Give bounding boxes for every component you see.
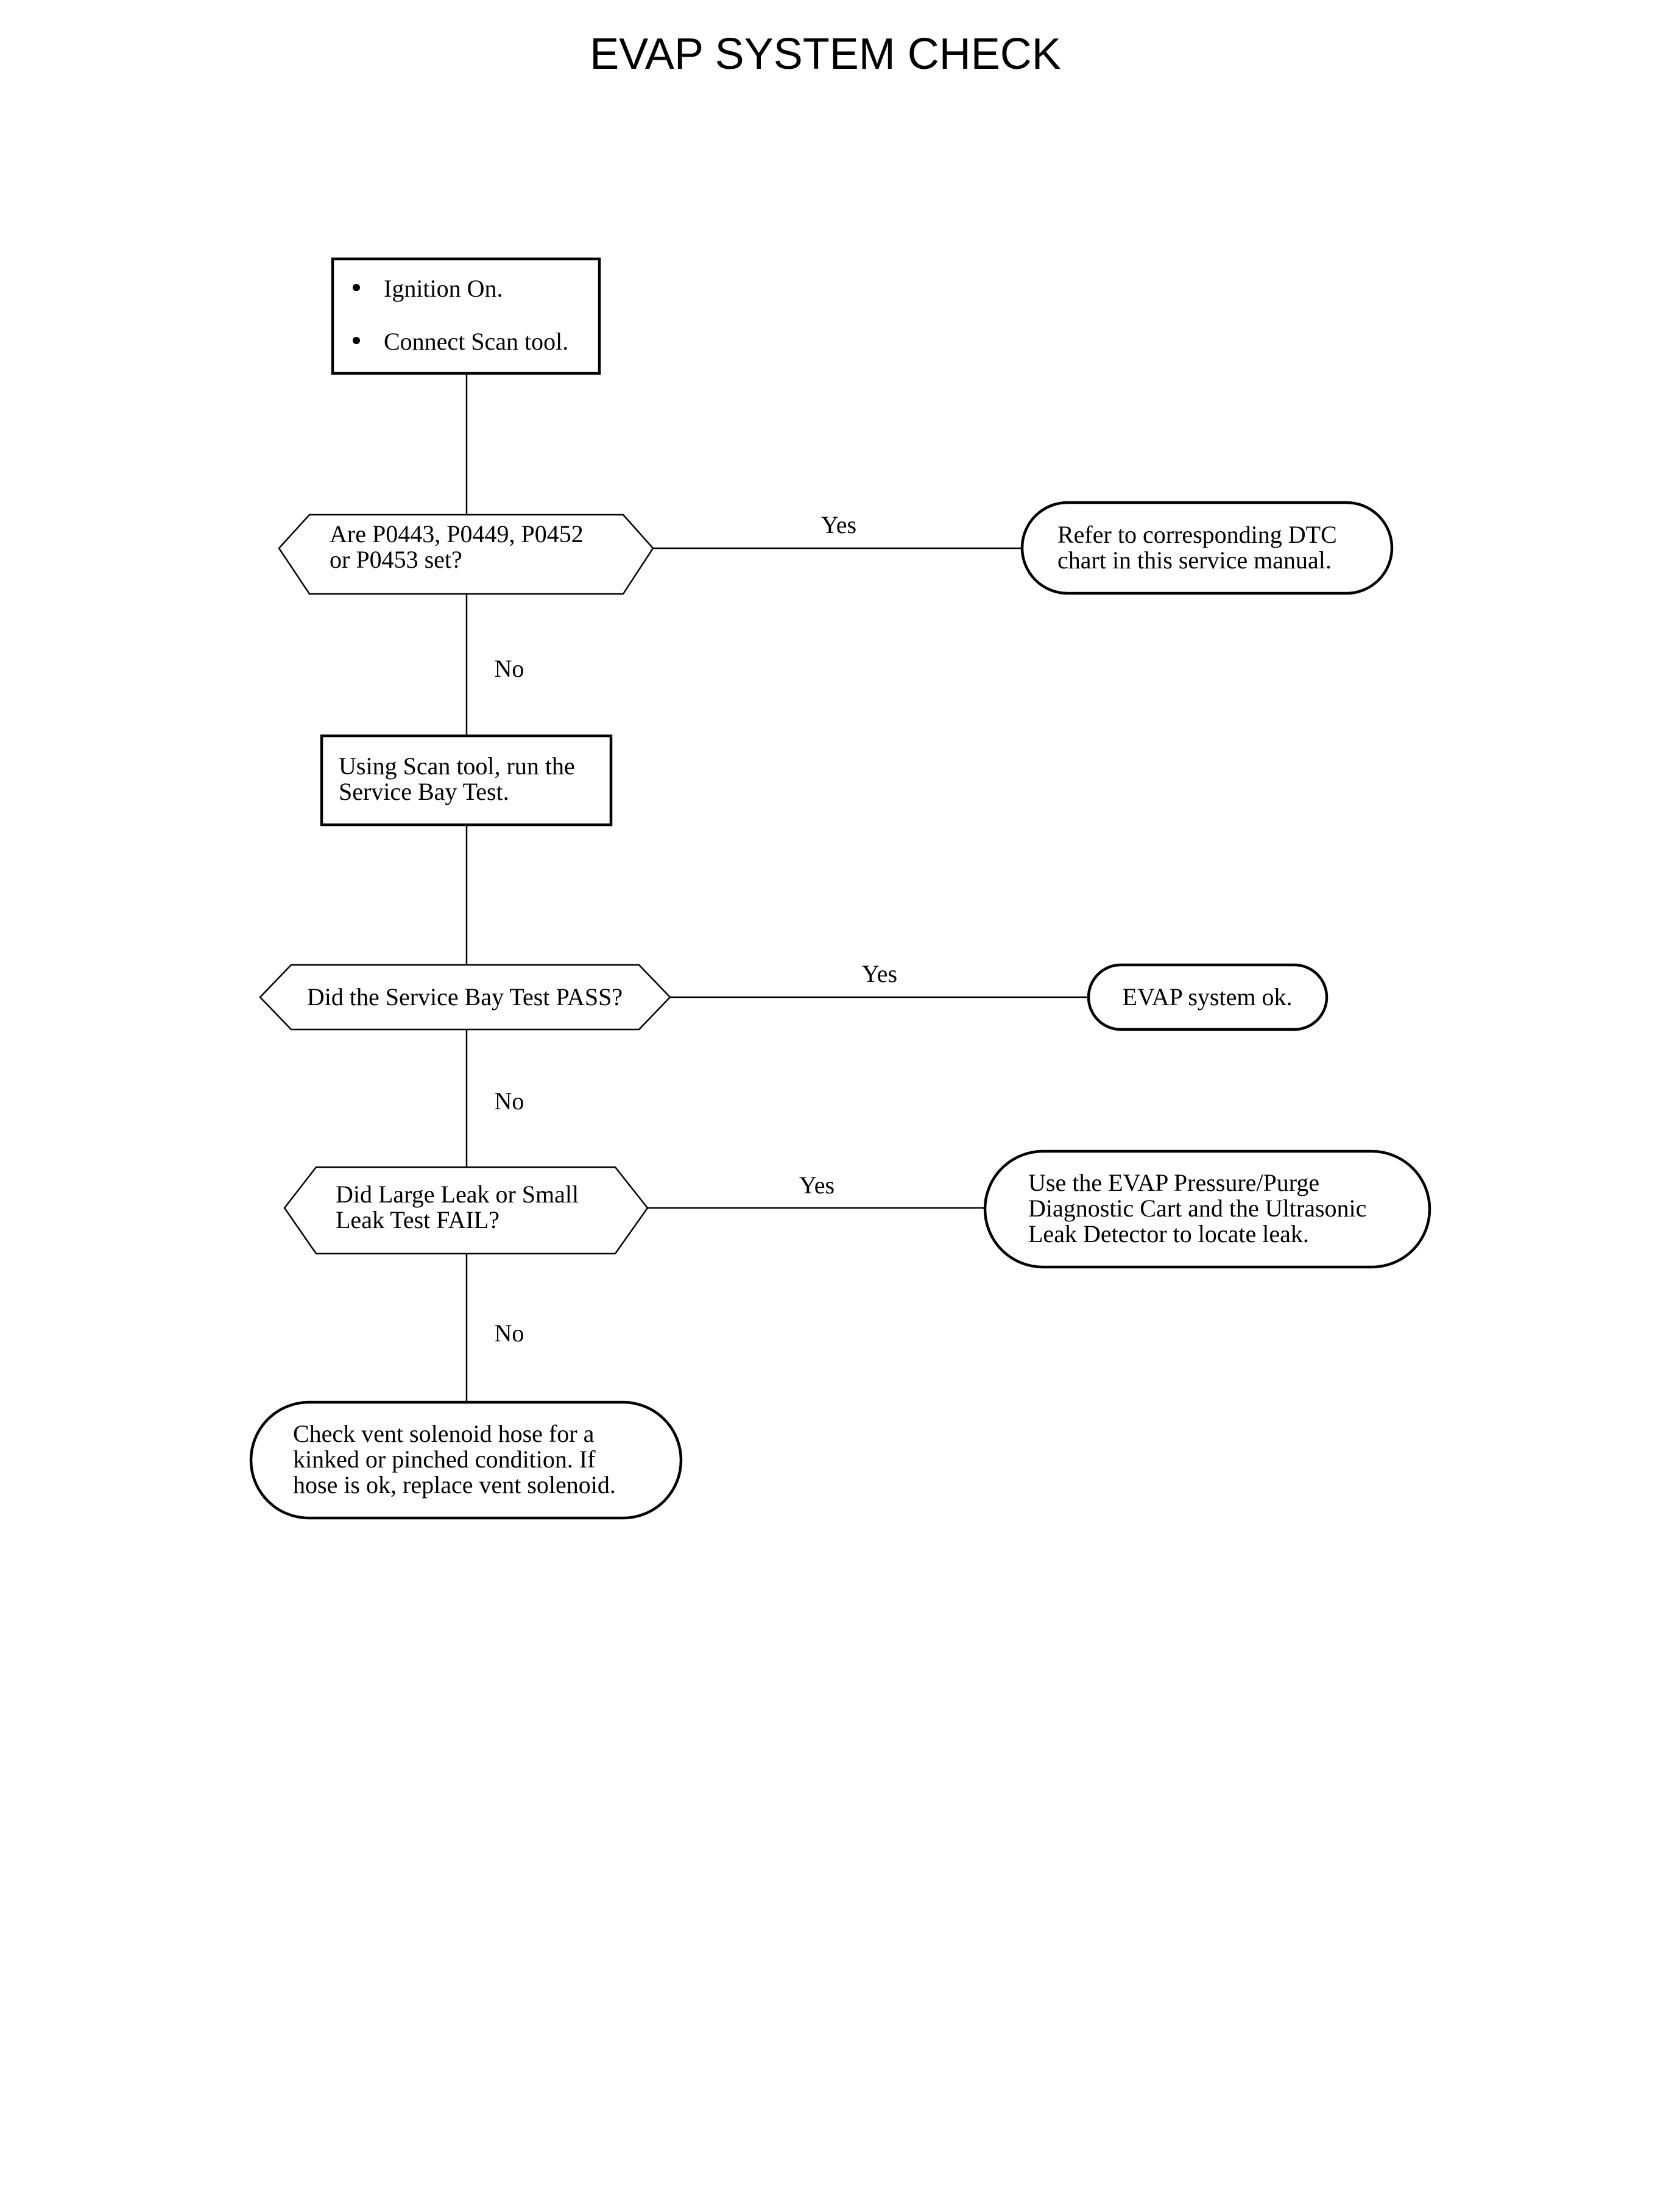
terminal-4-line-3: hose is ok, replace vent solenoid. [293,1471,616,1499]
decision-3-no-label: No [495,1319,524,1347]
decision-2-line-1: Did the Service Bay Test PASS? [307,983,623,1011]
terminal-4-line-2: kinked or pinched condition. If [293,1446,596,1473]
decision-service-bay-pass: Did the Service Bay Test PASS? [259,964,671,1031]
terminal-1-line-1: Refer to corresponding DTC [1057,521,1337,548]
terminal-2-line-1: EVAP system ok. [1123,983,1293,1011]
terminal-3-line-2: Diagnostic Cart and the Ultrasonic [1028,1195,1366,1222]
bullet-icon [353,284,360,291]
connectors [465,373,1089,1402]
start-bullet-2: Connect Scan tool. [384,328,568,355]
process-2-line-2: Service Bay Test. [339,778,509,805]
bullet-icon [353,337,360,344]
start-bullet-1: Ignition On. [384,275,503,302]
decision-3-line-1: Did Large Leak or Small [336,1181,579,1208]
decision-1-no-label: No [495,655,524,682]
terminal-evap-ok: EVAP system ok. [1087,963,1329,1031]
decision-leak-test-fail: Did Large Leak or Small Leak Test FAIL? [283,1166,649,1255]
decision-2-no-label: No [495,1087,524,1115]
decision-p-codes: Are P0443, P0449, P0452 or P0453 set? [278,514,654,595]
decision-3-yes-label: Yes [799,1171,835,1199]
terminal-locate-leak: Use the EVAP Pressure/Purge Diagnostic C… [983,1149,1431,1269]
terminal-vent-solenoid: Check vent solenoid hose for a kinked or… [249,1400,683,1520]
terminal-4-line-1: Check vent solenoid hose for a [293,1420,595,1447]
decision-2-yes-label: Yes [862,960,897,987]
terminal-refer-dtc: Refer to corresponding DTC chart in this… [1020,501,1394,595]
decision-1-line-2: or P0453 set? [330,546,462,573]
page-title: EVAP SYSTEM CHECK [590,30,1061,79]
decision-1-line-1: Are P0443, P0449, P0452 [330,520,584,548]
start-box: Ignition On. Connect Scan tool. [331,257,601,375]
decision-3-line-2: Leak Test FAIL? [336,1206,499,1234]
decision-1-yes-label: Yes [821,511,856,538]
terminal-1-line-2: chart in this service manual. [1057,546,1332,574]
process-2-line-1: Using Scan tool, run the [339,752,575,780]
terminal-3-line-3: Leak Detector to locate leak. [1028,1220,1309,1248]
process-service-bay-test: Using Scan tool, run the Service Bay Tes… [320,734,613,827]
terminal-3-line-1: Use the EVAP Pressure/Purge [1028,1169,1319,1196]
